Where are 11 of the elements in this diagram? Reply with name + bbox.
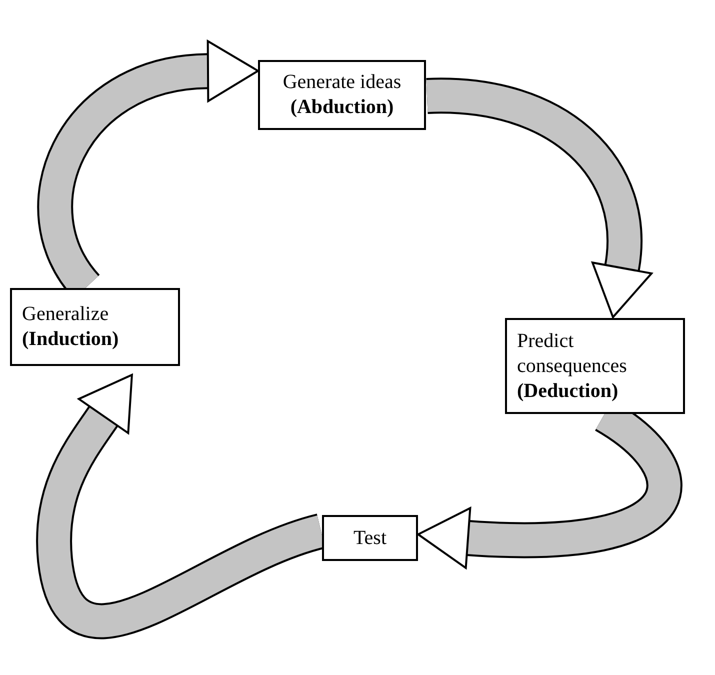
step-label: Generate ideas bbox=[282, 70, 402, 95]
process-box bbox=[322, 515, 418, 561]
process-box bbox=[505, 318, 685, 414]
reasoning-type-label: (Induction) bbox=[22, 327, 119, 352]
step-label: Test bbox=[353, 526, 387, 550]
process-box bbox=[258, 60, 426, 130]
step-label: Predict consequences bbox=[517, 328, 628, 378]
reasoning-type-label: (Deduction) bbox=[517, 378, 618, 404]
step-label: Generalize bbox=[22, 302, 109, 327]
reasoning-type-label: (Abduction) bbox=[290, 95, 394, 120]
process-box bbox=[10, 288, 180, 366]
